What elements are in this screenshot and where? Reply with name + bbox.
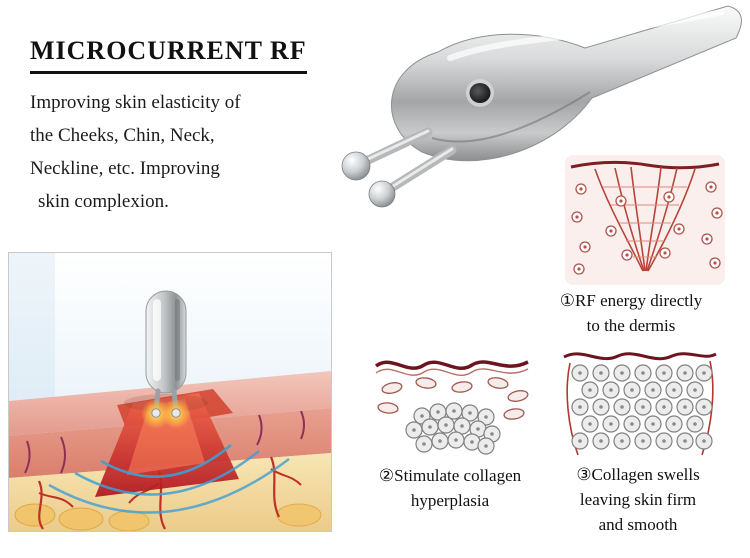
caption-line: and smooth xyxy=(598,515,678,534)
rf-handpiece-image xyxy=(341,5,742,208)
caption-line: ③Collagen swells xyxy=(576,465,700,484)
product-title: MICROCURRENT RF xyxy=(30,36,307,74)
step1-caption: ①RF energy directly to the dermis xyxy=(540,288,722,338)
description-line: the Cheeks, Chin, Neck, xyxy=(30,125,215,146)
caption-line: hyperplasia xyxy=(410,491,490,510)
product-description: Improving skin elasticity of the Cheeks,… xyxy=(30,86,241,218)
description-line: Improving skin elasticity of xyxy=(30,92,241,113)
skin-treatment-illustration xyxy=(8,252,332,532)
rf-energy-dermis-diagram xyxy=(565,155,725,285)
caption-line: leaving skin firm xyxy=(579,490,697,509)
collagen-stimulation-diagram xyxy=(374,360,530,455)
step2-caption: ②Stimulate collagen hyperplasia xyxy=(362,463,538,513)
description-line: skin complexion. xyxy=(38,191,169,212)
caption-line: to the dermis xyxy=(586,316,676,335)
collagen-swelling-diagram xyxy=(563,352,717,456)
step3-caption: ③Collagen swells leaving skin firm and s… xyxy=(552,462,724,537)
skin-cross-section xyxy=(9,253,331,532)
caption-line: ①RF energy directly xyxy=(559,291,703,310)
description-line: Neckline, etc. Improving xyxy=(30,158,220,179)
caption-line: ②Stimulate collagen xyxy=(378,466,522,485)
